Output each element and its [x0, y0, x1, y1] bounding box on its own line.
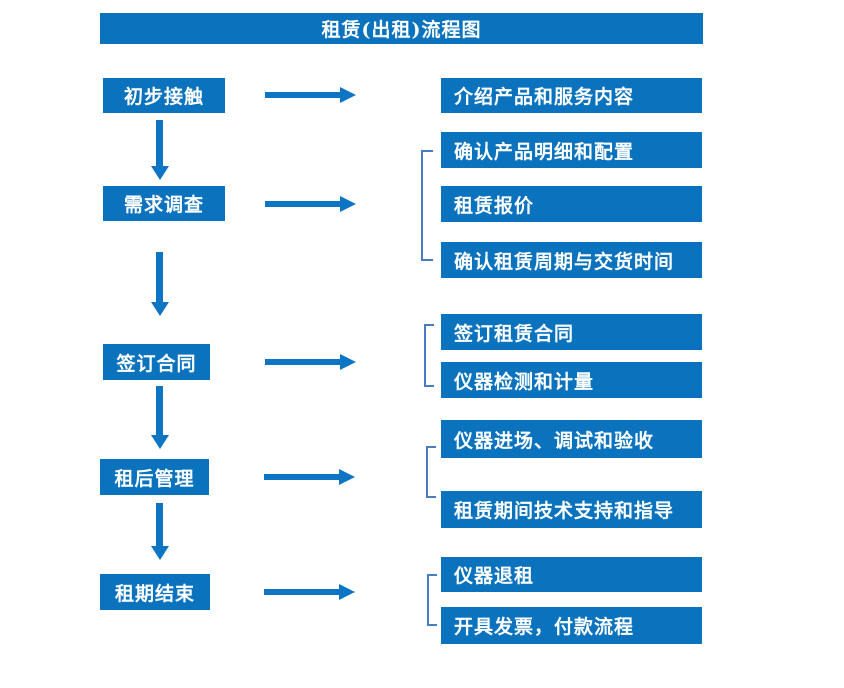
- step-box-rental-end: 租期结束: [100, 574, 210, 610]
- page-title: 租赁(出租)流程图: [321, 19, 482, 41]
- arrow-right-icon: [265, 196, 356, 212]
- detail-box-invoice-payment-process: 开具发票，付款流程: [441, 607, 702, 644]
- step-label: 租后管理: [114, 467, 195, 490]
- group-bracket: [424, 324, 434, 387]
- arrow-right-icon: [265, 354, 356, 370]
- arrow-right-icon: [265, 87, 356, 103]
- detail-box-sign-rental-contract: 签订租赁合同: [441, 314, 702, 350]
- detail-box-instrument-return: 仪器退租: [441, 557, 702, 592]
- detail-label: 仪器进场、调试和验收: [454, 429, 655, 452]
- arrow-right-icon: [264, 469, 355, 485]
- detail-label: 租赁报价: [454, 194, 535, 217]
- step-label: 签订合同: [116, 352, 197, 375]
- detail-box-introduce-products-services: 介绍产品和服务内容: [441, 78, 702, 113]
- step-box-demand-survey: 需求调查: [103, 186, 225, 221]
- detail-label: 介绍产品和服务内容: [454, 86, 635, 108]
- arrow-down-icon: [150, 386, 169, 449]
- detail-label: 确认租赁周期与交货时间: [454, 250, 675, 273]
- detail-label: 租赁期间技术支持和指导: [454, 500, 675, 522]
- step-box-post-rental-management: 租后管理: [100, 459, 209, 495]
- detail-label: 签订租赁合同: [454, 322, 575, 345]
- step-box-sign-contract: 签订合同: [103, 344, 210, 380]
- group-bracket: [426, 446, 436, 498]
- detail-label: 开具发票，付款流程: [454, 616, 635, 638]
- detail-label: 确认产品明细和配置: [454, 140, 635, 163]
- arrow-down-icon: [150, 120, 169, 180]
- arrow-right-icon: [264, 584, 355, 600]
- group-bracket: [427, 574, 437, 626]
- group-bracket: [421, 150, 433, 261]
- arrow-down-icon: [150, 252, 169, 316]
- detail-box-technical-support-guidance: 租赁期间技术支持和指导: [441, 491, 702, 528]
- step-label: 租期结束: [114, 582, 195, 605]
- detail-box-instrument-inspection-metering: 仪器检测和计量: [441, 362, 702, 398]
- detail-box-confirm-product-details-config: 确认产品明细和配置: [441, 132, 702, 168]
- arrow-down-icon: [150, 503, 169, 560]
- detail-box-rental-quote: 租赁报价: [441, 186, 702, 222]
- detail-label: 仪器退租: [454, 565, 535, 587]
- step-label: 需求调查: [123, 194, 204, 216]
- title-bar: 租赁(出租)流程图: [100, 13, 703, 44]
- step-label: 初步接触: [123, 86, 204, 108]
- detail-box-instrument-entry-debug-acceptance: 仪器进场、调试和验收: [441, 420, 702, 458]
- detail-box-confirm-rental-period-delivery: 确认租赁周期与交货时间: [441, 242, 702, 278]
- step-box-initial-contact: 初步接触: [103, 78, 225, 113]
- detail-label: 仪器检测和计量: [454, 370, 595, 393]
